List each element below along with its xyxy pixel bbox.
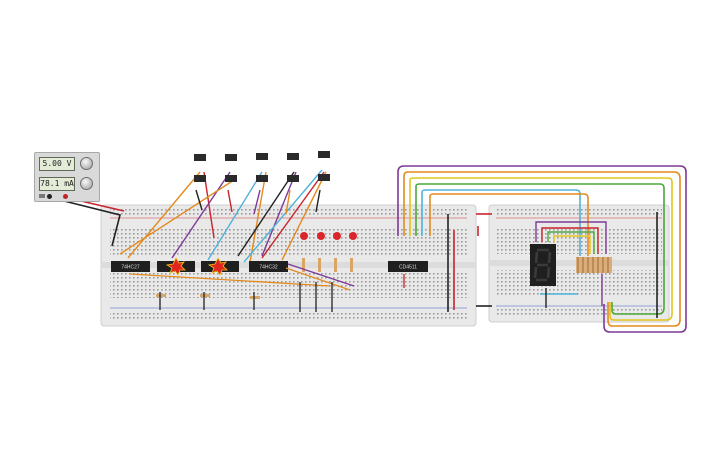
chip-a[interactable] xyxy=(157,257,195,276)
chip-label: 74HC32 xyxy=(259,265,278,271)
toggle-switch-icon xyxy=(194,175,206,182)
resistor-array[interactable] xyxy=(576,257,612,273)
resistor-group[interactable] xyxy=(156,258,353,299)
voltage-readout: 5.00 V xyxy=(39,157,75,171)
resistor-icon xyxy=(318,258,321,272)
positive-terminal[interactable] xyxy=(63,194,68,199)
resistor-icon xyxy=(200,294,210,297)
led-group[interactable] xyxy=(300,232,357,240)
output-wires[interactable] xyxy=(129,263,405,312)
power-supply[interactable]: 5.00 V 78.1 mA xyxy=(34,152,100,202)
toggle-switch-icon xyxy=(225,175,237,182)
chip-74hc32[interactable]: 74HC32 xyxy=(249,261,288,272)
main-breadboard[interactable] xyxy=(100,204,477,327)
led-icon xyxy=(349,232,357,240)
led-icon xyxy=(300,232,308,240)
chip-74hc27[interactable]: 74HC27 xyxy=(111,261,150,272)
current-readout: 78.1 mA xyxy=(39,177,75,191)
resistor-icon xyxy=(302,258,305,272)
resistor-icon xyxy=(250,296,260,299)
seven-segment-display[interactable] xyxy=(530,244,556,286)
chip-label: 74HC27 xyxy=(121,265,140,271)
display-wires[interactable] xyxy=(535,221,607,308)
toggle-switch-icon xyxy=(256,175,268,182)
bus-wires[interactable] xyxy=(397,165,687,333)
toggle-switch-icon xyxy=(318,151,330,158)
voltage-knob[interactable] xyxy=(80,157,93,170)
toggle-switch-icon xyxy=(287,153,299,160)
toggle-switch-row-bottom[interactable] xyxy=(194,174,330,182)
toggle-switch-icon xyxy=(256,153,268,160)
current-knob[interactable] xyxy=(80,177,93,190)
chip-cd4511[interactable]: CD4511 xyxy=(388,261,428,272)
toggle-switch-row-top[interactable] xyxy=(194,151,330,161)
toggle-switch-icon xyxy=(318,174,330,181)
led-icon xyxy=(317,232,325,240)
power-switch[interactable] xyxy=(39,194,45,198)
chip-b[interactable] xyxy=(201,257,239,276)
switch-wires[interactable] xyxy=(119,169,327,263)
resistor-icon xyxy=(350,258,353,272)
explosion-icon xyxy=(207,257,228,276)
resistor-icon xyxy=(334,258,337,272)
toggle-switch-icon xyxy=(225,154,237,161)
led-icon xyxy=(333,232,341,240)
negative-terminal[interactable] xyxy=(47,194,52,199)
resistor-icon xyxy=(156,294,166,297)
explosion-icon xyxy=(165,257,186,276)
toggle-switch-icon xyxy=(287,175,299,182)
chip-label: CD4511 xyxy=(399,265,417,271)
toggle-switch-icon xyxy=(194,154,206,161)
